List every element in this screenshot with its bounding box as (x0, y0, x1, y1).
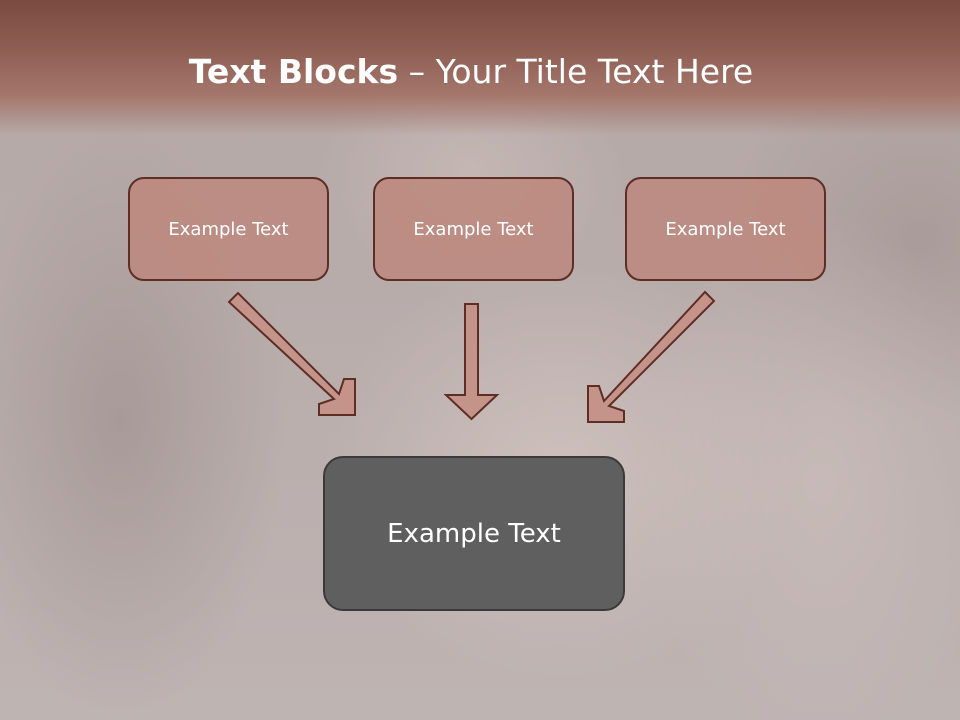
text-block-1-label: Example Text (168, 218, 289, 240)
text-block-2[interactable]: Example Text (373, 177, 574, 281)
text-block-2-label: Example Text (413, 218, 534, 240)
title-bold: Text Blocks (188, 52, 399, 91)
arrow-left-icon[interactable] (227, 291, 356, 416)
arrow-down-icon[interactable] (443, 303, 500, 421)
text-block-3-label: Example Text (665, 218, 786, 240)
result-block[interactable]: Example Text (323, 456, 625, 611)
result-block-label: Example Text (387, 518, 561, 549)
slide-title[interactable]: Text Blocks – Your Title Text Here (0, 52, 942, 91)
text-block-1[interactable]: Example Text (128, 177, 329, 281)
text-block-3[interactable]: Example Text (625, 177, 826, 281)
arrow-right-icon[interactable] (587, 290, 716, 423)
title-band (0, 0, 960, 135)
title-rest: – Your Title Text Here (398, 52, 754, 91)
